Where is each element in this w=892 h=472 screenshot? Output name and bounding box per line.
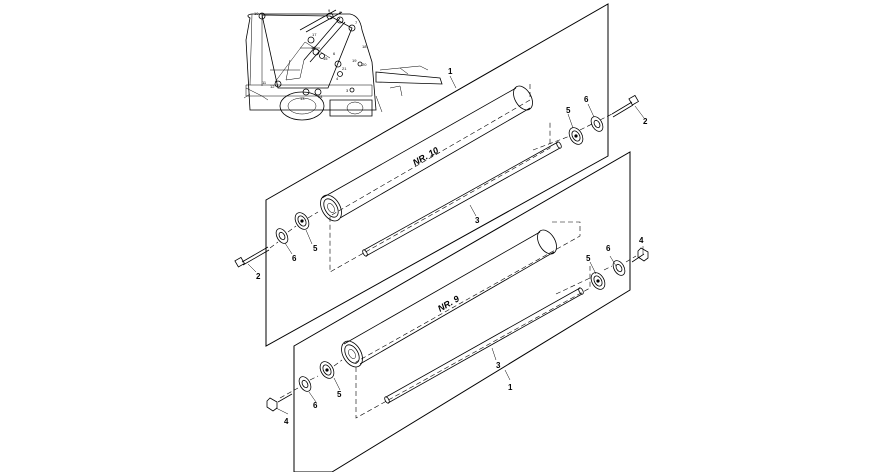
flange-left-nr9 — [298, 376, 312, 392]
inset-label: 10 — [254, 11, 259, 16]
upper-panel-outline — [265, 3, 609, 347]
callout-5: 5 — [337, 390, 342, 399]
inset-label: 16 — [311, 45, 316, 50]
inset-label: 18 — [362, 44, 367, 49]
callout-6: 6 — [292, 254, 297, 263]
inset-label: 17 — [312, 32, 317, 37]
callout-4: 4 — [639, 236, 644, 245]
callout-6: 6 — [313, 401, 318, 410]
shaft-nr9 — [384, 287, 584, 404]
inset-label: 15 — [323, 56, 328, 61]
roller-tube-nr9 — [341, 229, 557, 368]
callout-2: 2 — [256, 272, 261, 281]
inset-label: 8 — [339, 10, 342, 15]
callout-2: 2 — [643, 117, 648, 126]
inset-label: 3 — [346, 88, 349, 93]
bearing-right-nr10 — [568, 127, 584, 145]
upper-roller-assembly: NR. 10 1 3 5 6 2 5 6 2 — [234, 3, 648, 347]
inset-label: 4 — [336, 76, 339, 81]
callout-3: 3 — [475, 216, 480, 225]
callout-3: 3 — [496, 361, 501, 370]
inset-label: 20 — [362, 62, 367, 67]
inset-label: 12 — [270, 84, 275, 89]
callout-5: 5 — [566, 106, 571, 115]
flange-right-nr9 — [612, 260, 626, 276]
callout-4: 4 — [284, 417, 289, 426]
bearing-right-nr9 — [590, 272, 606, 290]
inset-label: 7 — [355, 20, 358, 25]
inset-label: 6 — [333, 51, 336, 56]
inset-label: 11 — [262, 80, 267, 85]
flange-right-nr10 — [590, 116, 604, 132]
callout-6: 6 — [584, 95, 589, 104]
callout-5: 5 — [313, 244, 318, 253]
callout-1: 1 — [508, 383, 513, 392]
baler-inset-drawing: 10 9 8 7 17 16 15 14 13 12 11 18 19 20 2… — [243, 8, 443, 121]
lower-roller-assembly: NR. 9 3 1 5 6 4 5 6 4 — [266, 151, 649, 472]
callout-1: 1 — [448, 67, 453, 76]
callout-5: 5 — [586, 254, 591, 263]
bolt-right-nr9 — [631, 247, 649, 263]
inset-label: 14 — [318, 94, 323, 99]
roller-tube-nr10 — [320, 85, 533, 222]
inset-label: 9 — [328, 8, 331, 13]
bolt-right-nr10 — [611, 94, 640, 118]
inset-label: 13 — [300, 96, 305, 101]
inset-label: 21 — [342, 66, 347, 71]
bolt-left-nr9 — [266, 393, 293, 412]
shaft-nr10 — [362, 141, 562, 257]
inset-label: 19 — [352, 58, 357, 63]
bearing-left-nr9 — [319, 361, 335, 379]
flange-left-nr10 — [275, 228, 289, 244]
bearing-left-nr10 — [294, 212, 310, 230]
lower-panel-outline — [293, 151, 631, 472]
bolt-left-nr10 — [234, 246, 270, 268]
callout-6: 6 — [606, 244, 611, 253]
